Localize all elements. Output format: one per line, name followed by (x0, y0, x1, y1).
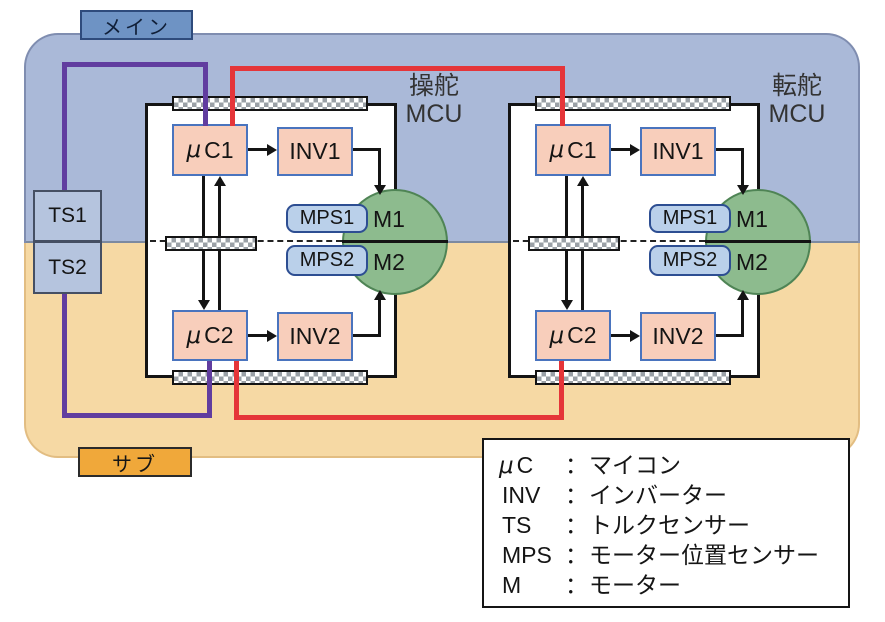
mcu1-inverter-1-box: INV1 (277, 127, 353, 176)
mcu2-top-shield-bar (535, 96, 731, 111)
mcu2-motor1-label: M1 (736, 206, 768, 232)
mcu2-uc2-label: C2 (567, 322, 597, 348)
torque-sensor-1-box: TS1 (33, 190, 102, 242)
red-bus-top-horizontal (230, 66, 565, 71)
purple-bus-to-uc1 (203, 62, 208, 126)
mcu1-inv1-motor-arrowhead (373, 185, 386, 195)
mcu2-down-arrowhead (560, 300, 573, 310)
mcu1-down-arrowhead (197, 300, 210, 310)
legend-def: モーター位置センサー (589, 542, 819, 568)
sub-region-label: サブ (78, 447, 192, 477)
mcu1-uc2-label: C2 (204, 322, 234, 348)
legend-row-m: M ： モーター (499, 571, 848, 601)
mcu1-up-arrowhead (213, 176, 226, 186)
mcu2-uc1-to-inv1-arrowhead (630, 143, 640, 156)
legend-row-mps: MPS ： モーター位置センサー (499, 541, 848, 571)
steering-mcu-title-line2: MCU (405, 100, 463, 128)
purple-bus-top-horizontal (62, 62, 208, 67)
mcu2-uc2-to-inv2-wire (611, 334, 632, 337)
mcu2-inv2-to-motor-h (716, 334, 744, 337)
legend-abbr: TS (502, 512, 532, 538)
mcu1-motor2-label: M2 (373, 249, 405, 275)
mcu2-uc1-to-inv1-wire (611, 148, 632, 151)
red-bus-mcu2-uc2 (559, 361, 564, 420)
mu-symbol: μ (186, 322, 202, 349)
purple-bus-bottom-horizontal (62, 413, 212, 418)
mcu2-inverter-2-box: INV2 (640, 312, 716, 361)
mcu2-uc1-label: C1 (567, 136, 597, 163)
mcu2-middle-shield-bar (528, 236, 620, 251)
mcu2-inv2-motor-arrowhead (736, 290, 749, 300)
mu-symbol: μ (549, 137, 565, 163)
mcu2-motor-split-line (705, 240, 811, 243)
legend-abbr: M (502, 572, 522, 598)
legend-colon: ： (565, 452, 588, 478)
mcu2-inv1-motor-arrowhead (736, 185, 749, 195)
torque-sensor-2-box: TS2 (33, 241, 102, 294)
mcu1-motor-position-sensor-1: MPS1 (286, 204, 368, 233)
mcu2-motor-position-sensor-2: MPS2 (649, 245, 731, 276)
turning-mcu-title-line2: MCU (768, 100, 826, 128)
mcu1-inv2-to-motor-h (353, 334, 381, 337)
legend-colon: ： (565, 512, 588, 538)
mcu1-uc2-to-inv2-wire (248, 334, 269, 337)
red-bus-bottom-horizontal (234, 415, 564, 420)
main-region-label: メイン (80, 10, 193, 40)
mcu1-motor-split-line (342, 240, 448, 243)
legend-colon: ： (565, 572, 588, 598)
mu-symbol: μ (499, 453, 514, 479)
mcu2-motor-position-sensor-1: MPS1 (649, 204, 731, 233)
mcu1-uc2-to-inv2-arrowhead (267, 329, 277, 342)
mu-symbol: μ (549, 322, 565, 349)
mcu1-inv1-to-motor-h (353, 148, 381, 151)
steering-mcu-title: 操舵 MCU (399, 72, 469, 128)
legend-colon: ： (565, 542, 588, 568)
mcu1-uc1-to-inv1-wire (248, 148, 269, 151)
mcu2-up-arrowhead (576, 176, 589, 186)
legend-abbr: MPS (502, 542, 552, 568)
mcu2-inverter-1-box: INV1 (640, 127, 716, 176)
mcu1-inverter-2-box: INV2 (277, 312, 353, 361)
legend-row-inv: INV ： インバーター (499, 481, 848, 511)
legend-colon: ： (565, 482, 588, 508)
mcu1-motor-position-sensor-2: MPS2 (286, 245, 368, 276)
legend-def: マイコン (589, 452, 681, 478)
red-bus-mcu1-uc1 (230, 66, 235, 126)
legend-row-ts: TS ： トルクセンサー (499, 511, 848, 541)
steering-mcu-title-line1: 操舵 (408, 72, 459, 100)
mcu1-inv1-to-motor-v (378, 148, 381, 186)
legend-def: モーター (589, 572, 681, 598)
mcu1-motor1-label: M1 (373, 206, 405, 232)
red-bus-mcu1-uc2 (234, 361, 239, 420)
mcu1-top-shield-bar (172, 96, 368, 111)
red-bus-mcu2-uc1 (560, 66, 565, 126)
mu-symbol: μ (186, 137, 202, 163)
purple-bus-to-uc2 (207, 361, 212, 418)
mcu2-motor2-label: M2 (736, 249, 768, 275)
mcu1-uc1-label: C1 (204, 136, 234, 163)
mcu2-inv1-to-motor-v (741, 148, 744, 186)
mcu1-middle-shield-bar (165, 236, 257, 251)
mcu1-inv2-to-motor-v (378, 299, 381, 337)
legend-def: インバーター (589, 482, 727, 508)
mcu1-uc1-to-inv1-arrowhead (267, 143, 277, 156)
mcu1-inv2-motor-arrowhead (373, 290, 386, 300)
legend-abbr: C (516, 452, 534, 478)
turning-mcu-title: 転舵 MCU (762, 72, 832, 128)
mcu2-bottom-shield-bar (535, 370, 731, 385)
mcu1-bottom-shield-bar (172, 370, 368, 385)
mcu2-uc2-to-inv2-arrowhead (630, 329, 640, 342)
mcu2-inv1-to-motor-h (716, 148, 744, 151)
turning-mcu-title-line1: 転舵 (771, 72, 822, 100)
legend-abbr: INV (502, 482, 541, 508)
legend-def: トルクセンサー (589, 512, 750, 538)
mcu2-inv2-to-motor-v (741, 299, 744, 337)
